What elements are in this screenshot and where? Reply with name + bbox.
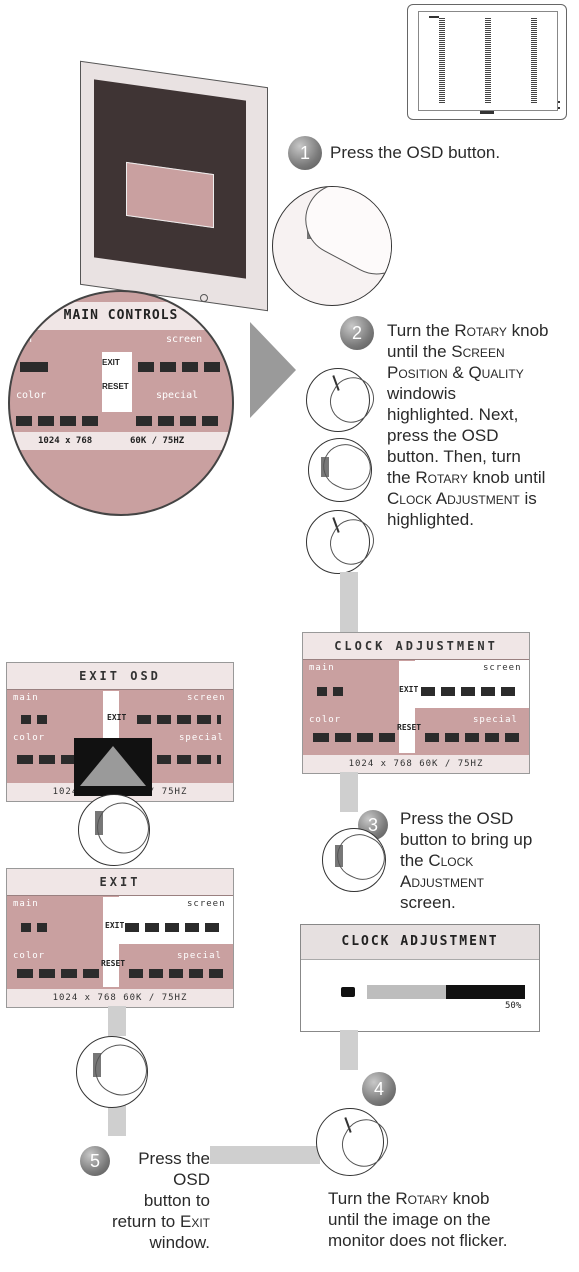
step-1-badge: 1 — [288, 136, 322, 170]
step-3-text: Press the OSD button to bring up the Clo… — [400, 809, 533, 912]
frequency: 60K / 75HZ — [130, 436, 185, 446]
label-ain: ain — [14, 334, 33, 345]
button-zoom-circle — [272, 186, 392, 306]
osd-button-press-circle-left — [78, 794, 158, 866]
rotary-knob-circle-2 — [306, 510, 382, 574]
clock-percent: 50% — [505, 1001, 522, 1011]
label-special: special — [156, 390, 199, 401]
monitor-thumbnail — [407, 4, 567, 120]
step-1-text: Press the OSD button. — [330, 143, 501, 162]
exit-panel: EXIT main screen color special EXIT RESE… — [6, 868, 234, 1008]
step-5-text: Press the OSD button to return to Exit w… — [111, 1149, 210, 1252]
main-controls-title: MAIN CONTROLS — [10, 302, 232, 330]
step-2-badge: 2 — [340, 316, 374, 350]
osd-button-press-circle — [308, 436, 379, 502]
step-2-text: Turn the Rotary knob until the Screen Po… — [387, 321, 549, 529]
main-controls-magnifier: MAIN CONTROLS ain screen color special E… — [8, 290, 234, 516]
rotary-knob-circle-4 — [316, 1108, 397, 1176]
monitor-illustration — [80, 60, 280, 314]
step-4-badge: 4 — [362, 1072, 396, 1106]
osd-button-press-circle-3 — [322, 826, 393, 892]
step-5-badge: 5 — [80, 1146, 110, 1176]
clock-slider-track — [367, 985, 525, 999]
rotary-knob-circle — [306, 368, 382, 432]
step-4-text: Turn the Rotary knob until the image on … — [328, 1189, 508, 1250]
label-screen: screen — [166, 334, 203, 345]
reset-btn: RESET — [102, 382, 129, 391]
resolution: 1024 x 768 — [38, 436, 93, 446]
exit-osd-title: EXIT OSD — [7, 663, 233, 690]
up-arrow-icon — [74, 738, 152, 796]
clock-adjustment-bar-panel: CLOCK ADJUSTMENT 50% — [300, 924, 540, 1032]
exit-btn: EXIT — [102, 358, 120, 367]
osd-button-press-circle-5 — [76, 1036, 156, 1108]
clock-adjustment-osd-panel: CLOCK ADJUSTMENT main screen color speci… — [302, 632, 530, 774]
label-color: color — [16, 390, 47, 401]
clock-bar-title: CLOCK ADJUSTMENT — [301, 925, 539, 960]
exit-title: EXIT — [7, 869, 233, 896]
clock-osd-title: CLOCK ADJUSTMENT — [303, 633, 529, 660]
arrow-right-icon — [250, 322, 296, 418]
screen-stripes — [439, 18, 445, 104]
clock-slider-fill — [446, 985, 525, 999]
exit-osd-panel: EXIT OSD main screen color special EXIT … — [6, 662, 234, 802]
